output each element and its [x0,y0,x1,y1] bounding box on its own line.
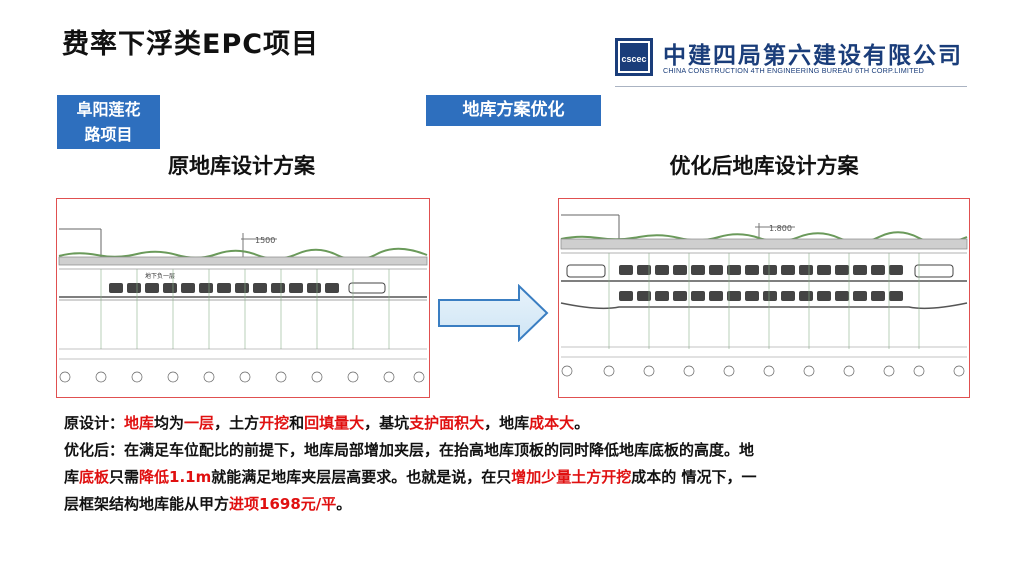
desc-text: 。 [574,414,590,432]
highlight-text: 开挖 [259,414,290,432]
desc-text: 原设计： [64,414,125,432]
original-dim-label: 1500 [255,236,275,245]
highlight-text: 支护面积大 [409,414,485,432]
desc-text: 。 [336,495,352,513]
header-divider [615,86,967,87]
highlight-text: 底板 [79,468,110,486]
highlight-text: 进项1698元/平 [229,495,337,513]
optimized-dim-label: 1.800 [769,224,792,233]
highlight-text: 降低1.1m [139,468,212,486]
desc-text: 均为 [154,414,185,432]
desc-text: ，地库 [484,414,530,432]
topic-tag: 地库方案优化 [426,95,601,126]
original-section-drawing: 1500 地下负一层 [56,198,430,398]
desc-text: 就能满足地库夹层层高要求。也就是说，在只 [211,468,512,486]
desc-line-1: 原设计：地库均为一层，土方开挖和回填量大，基坑支护面积大，地库成本大。 [64,410,964,437]
project-tag: 阜阳莲花 路项目 [57,95,160,149]
original-caption: 原地库设计方案 [168,154,315,178]
highlight-text: 增加少量土方开挖 [511,468,632,486]
svg-text:cscec: cscec [621,54,646,64]
optimized-section-drawing: 1.800 [558,198,970,398]
company-logo: cscec 中建四局第六建设有限公司 CHINA CONSTRUCTION 4T… [615,38,963,78]
desc-text: 只需 [109,468,140,486]
project-tag-line2: 路项目 [84,125,133,144]
highlight-text: 成本大 [529,414,575,432]
right-arrow-icon [438,284,549,342]
company-name-cn: 中建四局第六建设有限公司 [663,43,963,69]
optimized-caption: 优化后地库设计方案 [669,154,859,178]
desc-text: 优化后：在满足车位配比的前提下，地库局部增加夹层，在抬高地库顶板的同时降低地库底… [64,441,755,459]
highlight-text: 一层 [184,414,215,432]
highlight-text: 回填量大 [304,414,365,432]
description-text: 原设计：地库均为一层，土方开挖和回填量大，基坑支护面积大，地库成本大。 优化后：… [64,410,964,518]
desc-text: 和 [289,414,305,432]
desc-line-3: 库底板只需降低1.1m就能满足地库夹层层高要求。也就是说，在只增加少量土方开挖成… [64,464,964,491]
project-tag-line1: 阜阳莲花 [76,100,141,119]
page-title: 费率下浮类EPC项目 [62,29,320,60]
desc-text: 库 [64,468,80,486]
desc-line-4: 层框架结构地库能从甲方进项1698元/平。 [64,491,964,518]
desc-text: 成本的 情况下，一 [631,468,757,486]
desc-text: 层框架结构地库能从甲方 [64,495,230,513]
company-name-en: CHINA CONSTRUCTION 4TH ENGINEERING BUREA… [663,66,925,75]
original-floor-label: 地下负一层 [145,272,175,280]
cscec-logo-icon: cscec [615,38,653,76]
highlight-text: 地库 [124,414,155,432]
desc-text: ，土方 [214,414,260,432]
desc-text: ，基坑 [364,414,410,432]
desc-line-2: 优化后：在满足车位配比的前提下，地库局部增加夹层，在抬高地库顶板的同时降低地库底… [64,437,964,464]
